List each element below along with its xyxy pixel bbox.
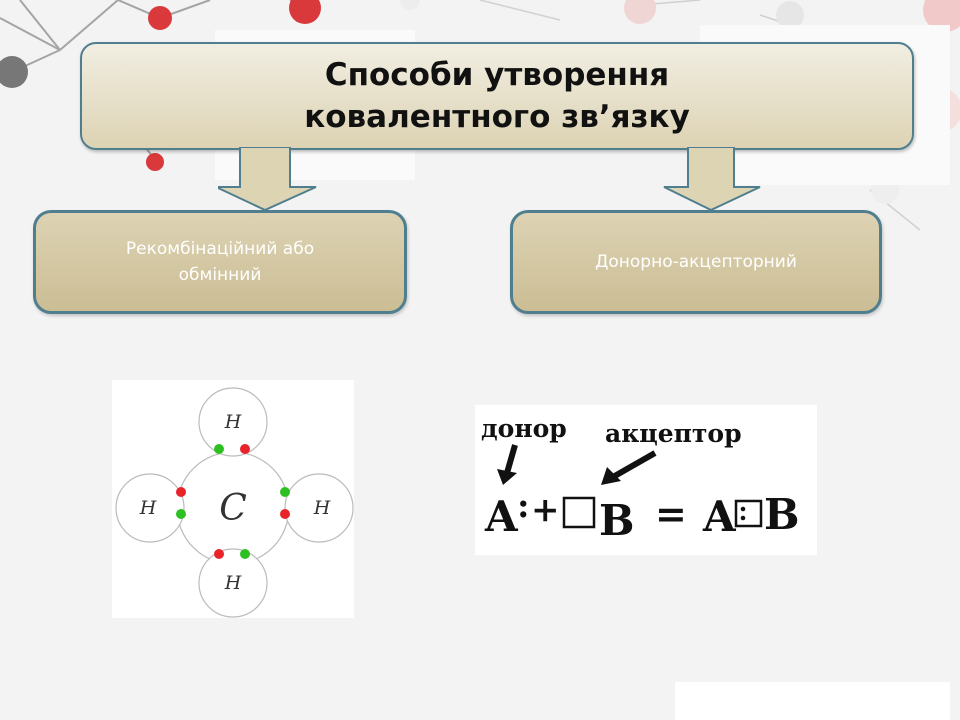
hydrogen-label-left: H	[139, 497, 157, 519]
hydrogen-label-top: H	[224, 411, 242, 433]
down-arrow-right	[663, 147, 761, 211]
hydrogen-shell-bottom	[198, 548, 268, 618]
donor-acceptor-scheme: донор акцептор A : + B = A B	[481, 414, 800, 545]
method-recombination-box: Рекомбінаційний або обмінний	[33, 210, 407, 314]
method-donor-acceptor-label: Донорно-акцепторний	[595, 252, 797, 272]
hydrogen-shell-left	[115, 473, 185, 543]
acceptor-pointer-arrow	[601, 450, 657, 485]
donor-label: донор	[481, 414, 567, 443]
acceptor-label: акцептор	[605, 419, 742, 448]
title-box: Способи утворення ковалентного зв’язку	[80, 42, 914, 150]
hydrogen-shell-top	[198, 387, 268, 457]
empty-orbital-box	[562, 496, 596, 529]
product-bond-box	[734, 499, 763, 528]
shared-electrons	[176, 444, 290, 559]
product-atom-b: B	[764, 490, 800, 539]
methane-diagram-panel: H H H H C	[112, 380, 354, 618]
method-donor-acceptor-box: Донорно-акцепторний	[510, 210, 882, 314]
hydrogen-label-right: H	[313, 497, 331, 519]
title-line-1: Способи утворення	[324, 57, 670, 93]
methane-diagram: H H H H C	[115, 387, 354, 618]
donor-pointer-arrow	[497, 444, 518, 485]
method-recombination-line-2: обмінний	[178, 265, 262, 285]
electron-pair-left: :	[517, 486, 530, 526]
hydrogen-label-bottom: H	[224, 572, 242, 594]
hydrogen-shell-right	[284, 473, 354, 543]
equals-sign: =	[655, 491, 687, 536]
down-arrow-left	[218, 147, 317, 211]
donor-acceptor-panel: донор акцептор A : + B = A B	[475, 405, 817, 555]
background-panel-bottom	[675, 682, 950, 720]
product-atom-a: A	[702, 492, 737, 541]
method-recombination-line-1: Рекомбінаційний або	[125, 239, 315, 259]
atom-b-right: B	[599, 496, 635, 545]
plus-sign: +	[531, 490, 560, 530]
carbon-label: C	[219, 488, 247, 529]
atom-a-left: A	[484, 492, 519, 541]
title-line-2: ковалентного зв’язку	[304, 99, 690, 135]
